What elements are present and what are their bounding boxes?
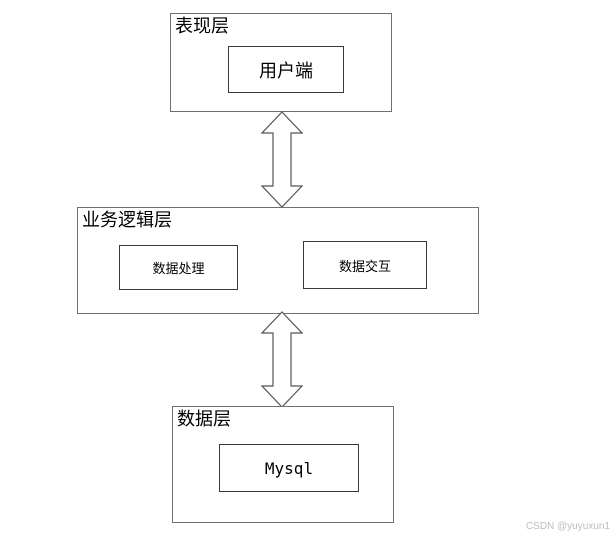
double-arrow-presentation-business (261, 111, 303, 208)
data-layer-title: 数据层 (177, 409, 231, 430)
client-module: 用户端 (228, 46, 344, 93)
watermark: CSDN @yuyuxun1 (525, 521, 610, 532)
presentation-layer: 表现层 用户端 (170, 13, 392, 112)
presentation-layer-title: 表现层 (175, 16, 229, 37)
business-logic-layer: 业务逻辑层 数据处理 数据交互 (77, 207, 479, 314)
data-layer: 数据层 Mysql (172, 406, 394, 523)
data-interaction-module: 数据交互 (303, 241, 427, 289)
double-arrow-business-data (261, 311, 303, 408)
mysql-module: Mysql (219, 444, 359, 492)
business-logic-layer-title: 业务逻辑层 (82, 210, 172, 231)
data-processing-module: 数据处理 (119, 245, 238, 290)
